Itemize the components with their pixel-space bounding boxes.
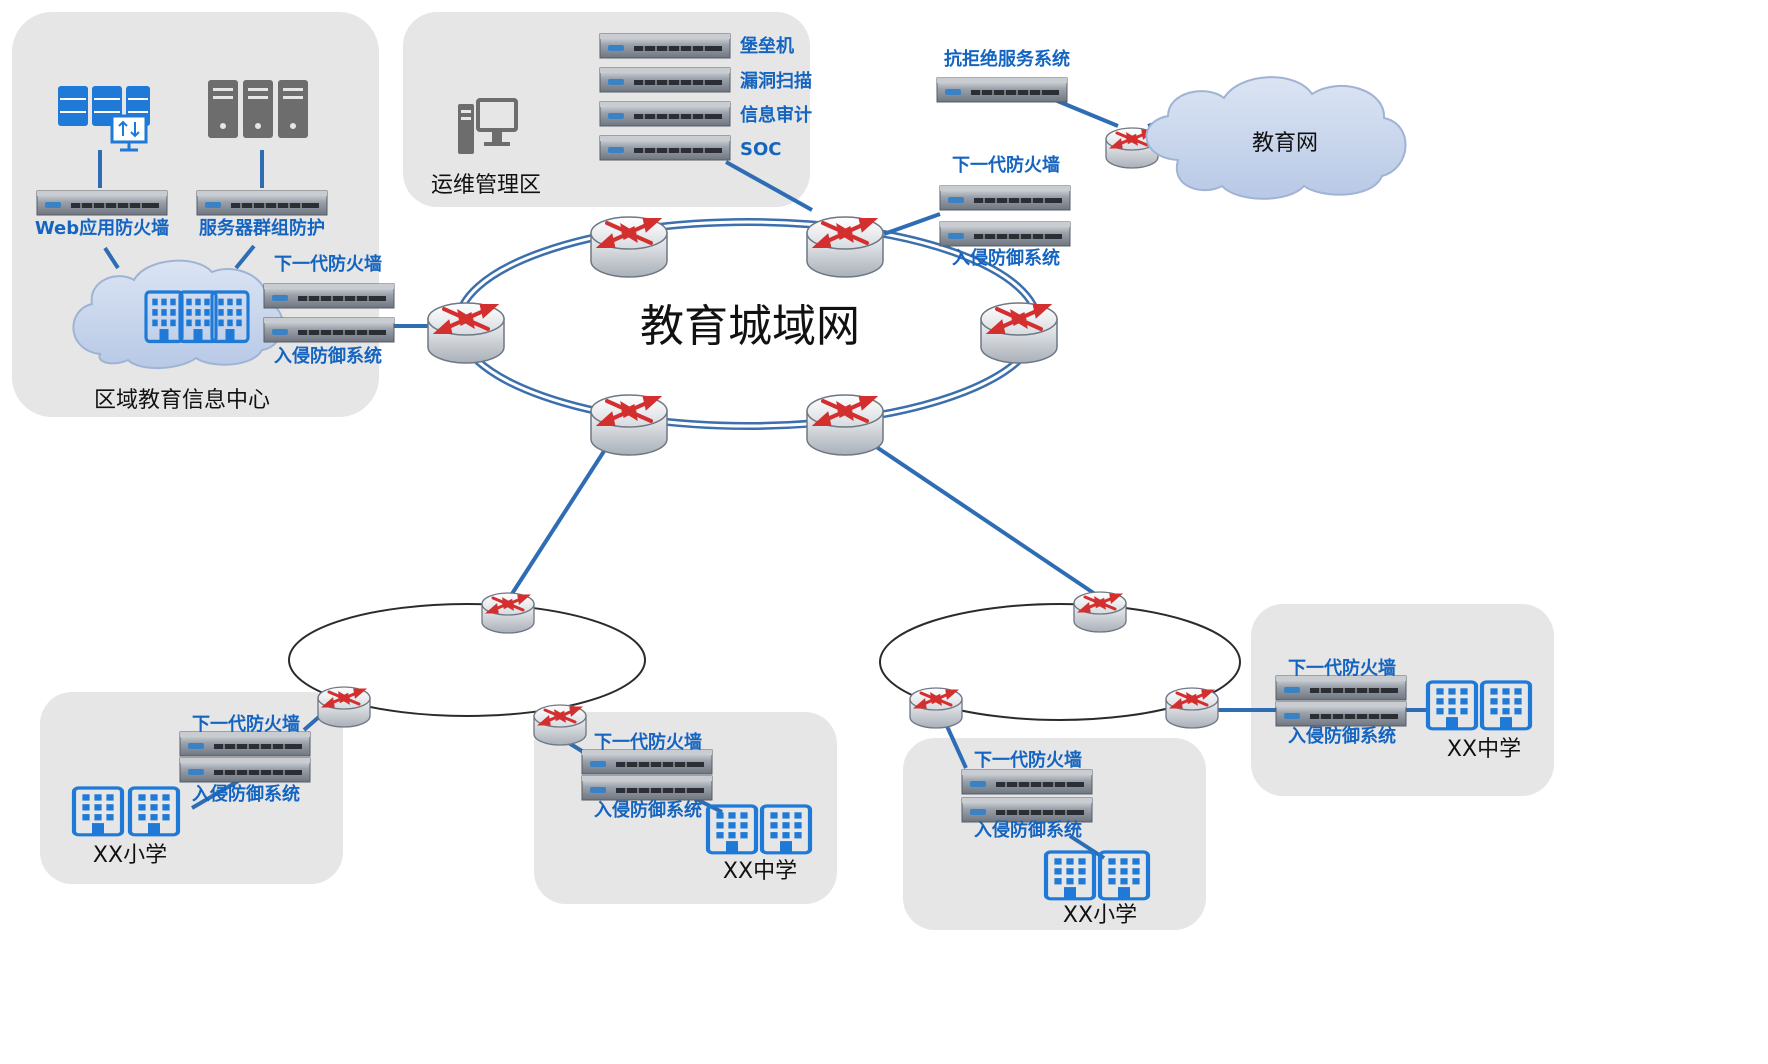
edge-ips-label: 入侵防御系统 <box>952 247 1060 269</box>
pl-ips-label: 入侵防御系统 <box>192 783 300 805</box>
pr-ips-label: 入侵防御系统 <box>974 819 1082 841</box>
vuln-scan-label: 漏洞扫描 <box>740 70 812 92</box>
edge-ips-device[interactable] <box>939 221 1071 247</box>
router-ring-left-west[interactable] <box>316 685 372 729</box>
router-core-5[interactable] <box>589 393 669 457</box>
ring-left <box>288 603 646 717</box>
pr-ips-device[interactable] <box>961 797 1093 823</box>
audit-device[interactable] <box>599 101 731 127</box>
mr-ips-label: 入侵防御系统 <box>1288 725 1396 747</box>
ring-right <box>879 603 1241 721</box>
server-protect-device[interactable] <box>196 190 328 216</box>
web-fw-device[interactable] <box>36 190 168 216</box>
router-ring-right-west[interactable] <box>908 686 964 730</box>
pr-ngfw-device[interactable] <box>961 769 1093 795</box>
core-title: 教育城域网 <box>640 301 860 352</box>
soc-label: SOC <box>740 139 781 160</box>
pr-school-title: XX小学 <box>1063 903 1137 928</box>
mr-ngfw-label: 下一代防火墙 <box>1288 657 1396 679</box>
router-ring-left-top[interactable] <box>480 591 536 635</box>
regional-ips-label: 入侵防御系统 <box>274 345 382 367</box>
mr-school-title: XX中学 <box>1447 737 1521 762</box>
fortress-device[interactable] <box>599 33 731 59</box>
fortress-label: 堡垒机 <box>739 35 794 57</box>
router-core-6[interactable] <box>805 393 885 457</box>
regional-ngfw-device[interactable] <box>263 283 395 309</box>
ml-ips-label: 入侵防御系统 <box>594 799 702 821</box>
web-server-icon <box>58 86 150 152</box>
router-ring-right-east[interactable] <box>1164 686 1220 730</box>
pl-school-title: XX小学 <box>93 843 167 868</box>
web-fw-label: Web应用防火墙 <box>35 217 169 239</box>
ml-ngfw-device[interactable] <box>581 749 713 775</box>
edu-net-label: 教育网 <box>1252 131 1318 156</box>
ml-school-title: XX中学 <box>723 859 797 884</box>
ml-ips-device[interactable] <box>581 775 713 801</box>
mr-ngfw-device[interactable] <box>1275 675 1407 701</box>
anti-ddos-device[interactable] <box>936 77 1068 103</box>
edge-ngfw-device[interactable] <box>939 185 1071 211</box>
anti-ddos-label: 抗拒绝服务系统 <box>944 48 1070 70</box>
router-core-2[interactable] <box>805 215 885 279</box>
router-ring-right-top[interactable] <box>1072 590 1128 634</box>
edge-ngfw-label: 下一代防火墙 <box>952 154 1060 176</box>
ml-ngfw-label: 下一代防火墙 <box>594 731 702 753</box>
regional-ips-device[interactable] <box>263 317 395 343</box>
ops-zone-title: 运维管理区 <box>431 173 541 198</box>
router-core-1[interactable] <box>589 215 669 279</box>
pl-ngfw-label: 下一代防火墙 <box>192 713 300 735</box>
regional-center-title: 区域教育信息中心 <box>94 388 270 413</box>
router-core-3[interactable] <box>979 301 1059 365</box>
server-protect-label: 服务器群组防护 <box>199 217 325 239</box>
workstation-icon <box>458 98 518 154</box>
pl-ips-device[interactable] <box>179 757 311 783</box>
soc-device[interactable] <box>599 135 731 161</box>
pr-ngfw-label: 下一代防火墙 <box>974 749 1082 771</box>
router-core-4[interactable] <box>426 301 506 365</box>
router-ring-left-east[interactable] <box>532 703 588 747</box>
edu-net-cloud <box>1145 76 1407 200</box>
audit-label: 信息审计 <box>740 104 812 126</box>
vuln-scan-device[interactable] <box>599 67 731 93</box>
mr-ips-device[interactable] <box>1275 701 1407 727</box>
regional-ngfw-label: 下一代防火墙 <box>274 253 382 275</box>
server-group-icon <box>208 80 308 138</box>
pl-ngfw-device[interactable] <box>179 731 311 757</box>
